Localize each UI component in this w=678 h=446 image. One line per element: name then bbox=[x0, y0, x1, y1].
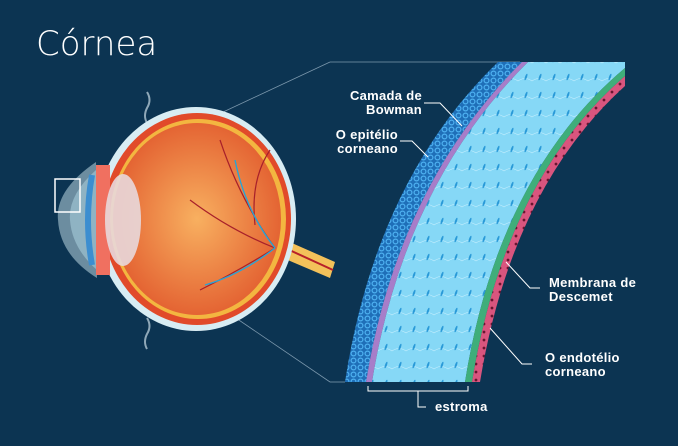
label-descemet-membrane: Membrana de Descemet bbox=[549, 276, 636, 304]
page-title: Córnea bbox=[36, 24, 158, 64]
label-line: O epitélio bbox=[335, 127, 398, 142]
leader-lines bbox=[367, 102, 540, 408]
label-line: corneano bbox=[337, 141, 398, 156]
magnified-area-box bbox=[54, 178, 81, 213]
epithelium-layer bbox=[345, 62, 522, 382]
cornea-cross-section bbox=[345, 62, 625, 382]
label-bowman-layer: Camada de Bowman bbox=[318, 89, 422, 117]
label-epithelium: O epitélio corneano bbox=[300, 128, 398, 156]
label-line: O endotélio bbox=[545, 350, 620, 365]
stroma-layer bbox=[372, 62, 625, 382]
label-line: Descemet bbox=[549, 289, 613, 304]
label-line: Bowman bbox=[366, 102, 422, 117]
label-stroma: estroma bbox=[435, 399, 488, 414]
label-line: Membrana de bbox=[549, 275, 637, 290]
label-line: Camada de bbox=[349, 88, 422, 103]
label-line: corneano bbox=[545, 364, 606, 379]
eyeball-illustration bbox=[54, 91, 335, 350]
label-endothelium: O endotélio corneano bbox=[545, 351, 620, 379]
